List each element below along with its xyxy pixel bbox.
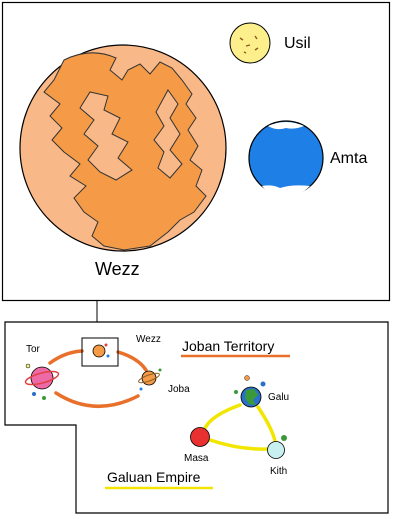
masa-body <box>190 427 210 447</box>
tor-ring <box>24 370 60 386</box>
territory-joban: Joban Territory <box>181 338 290 358</box>
tor-label: Tor <box>26 344 41 355</box>
joba-label: Joba <box>168 384 190 395</box>
joba-ring <box>138 372 160 384</box>
galuan-route-galu-masa <box>203 403 242 430</box>
wezz-small-moon-2 <box>106 354 110 358</box>
tor-moon-2 <box>32 392 36 396</box>
territory-galuan: Galuan Empire <box>105 469 213 490</box>
joban-route-tor-joba <box>54 391 140 408</box>
map-body-wezz: Wezz <box>92 334 161 358</box>
galu-moon-3 <box>234 390 238 394</box>
usil-label: Usil <box>284 35 311 52</box>
galu-moon-2 <box>260 381 266 387</box>
usil-body <box>229 22 271 64</box>
map-body-kith: Kith <box>267 435 287 477</box>
joban-territory-label: Joban Territory <box>182 338 274 354</box>
galuan-empire-label: Galuan Empire <box>107 469 201 485</box>
galu-land <box>245 389 258 405</box>
galu-label: Galu <box>268 392 289 403</box>
wezz-small-moon <box>104 343 108 347</box>
joba-moon-1 <box>139 387 143 391</box>
amta-body <box>248 120 324 196</box>
map-panel-frame <box>4 321 389 514</box>
amta-north-cap <box>268 122 304 130</box>
joba-moon-2 <box>158 368 162 372</box>
galuan-route-galu-kith <box>256 405 277 443</box>
map-body-galu: Galu <box>234 375 289 408</box>
wezz-large-sea-east <box>153 89 183 179</box>
tor-moon-1 <box>25 363 31 369</box>
joban-route-wezz-joba <box>116 350 148 372</box>
tor-moon-3 <box>42 396 46 400</box>
joban-route-network <box>48 349 148 408</box>
map-body-masa: Masa <box>184 427 210 464</box>
kith-label: Kith <box>270 466 287 477</box>
wezz-small-label: Wezz <box>136 334 161 345</box>
kith-moon <box>281 435 287 441</box>
usil-markings <box>239 35 259 54</box>
kith-body <box>267 441 285 459</box>
galuan-route-masa-kith <box>208 438 269 451</box>
amta-label: Amta <box>330 150 367 167</box>
map-body-joba: Joba <box>138 368 190 395</box>
wezz-small-body <box>92 344 106 358</box>
galuan-route-network <box>203 403 277 451</box>
wezz-large-label: Wezz <box>95 259 140 279</box>
amta-south-cap <box>262 185 310 198</box>
planet-usil: Usil <box>229 22 311 64</box>
galu-moon-1 <box>244 375 250 381</box>
joban-route-tor-wezz <box>48 349 84 365</box>
wezz-highlight-box <box>81 337 119 367</box>
wezz-large-sea-inlet <box>79 91 133 181</box>
masa-label: Masa <box>184 453 209 464</box>
map-body-tor: Tor <box>24 344 60 400</box>
planet-wezz-large: Wezz <box>19 44 227 279</box>
planet-amta: Amta <box>248 120 367 198</box>
tor-body <box>30 366 54 390</box>
